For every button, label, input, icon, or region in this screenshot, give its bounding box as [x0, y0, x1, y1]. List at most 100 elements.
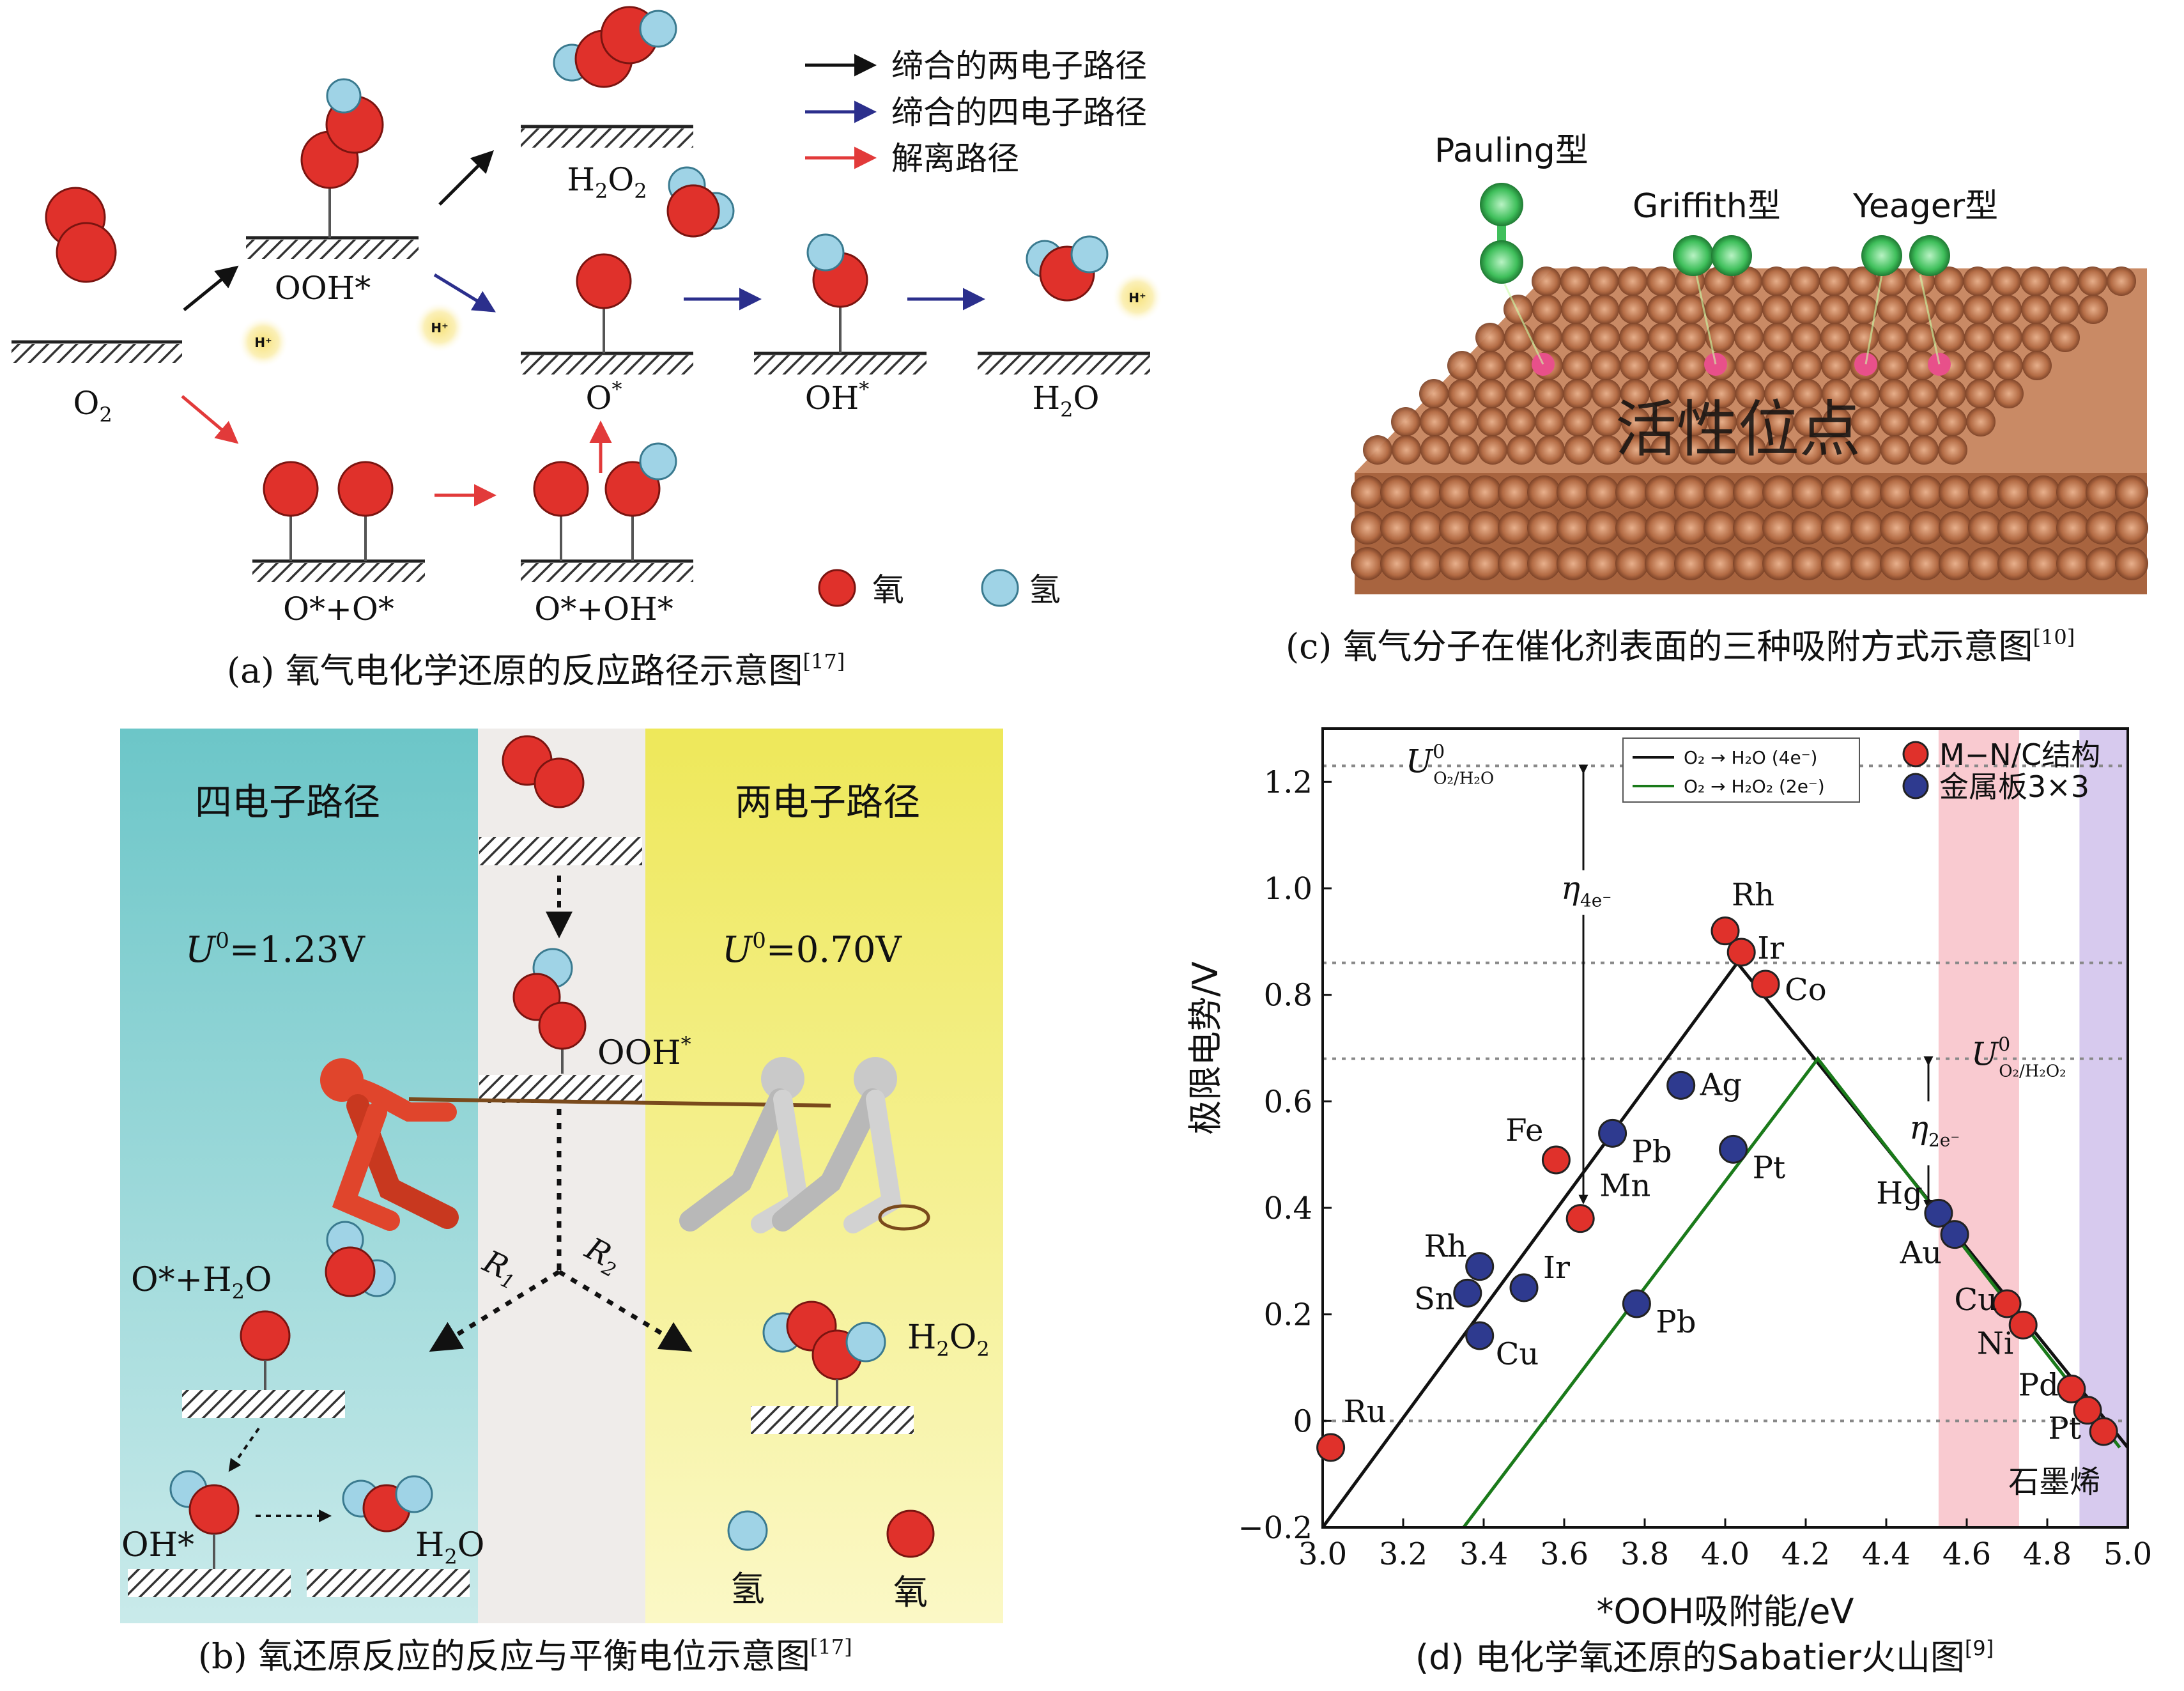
- center-surface-2: [479, 1075, 642, 1103]
- catalyst-bead-front: [1586, 547, 1619, 580]
- catalyst-bead-top: [1392, 435, 1421, 465]
- legend-b-oxygen: 氧: [893, 1572, 928, 1612]
- surface-o-oh: [521, 559, 693, 582]
- catalyst-bead-front: [2086, 547, 2119, 580]
- label-o-star: O*: [586, 377, 622, 417]
- catalyst-bead-top: [1993, 323, 2022, 352]
- catalyst-bead-front: [1557, 547, 1590, 580]
- data-label: 石墨烯: [2008, 1464, 2100, 1500]
- data-point: [1316, 1433, 1346, 1462]
- data-point: [1509, 1273, 1539, 1302]
- data-label: Mn: [1599, 1168, 1650, 1204]
- catalyst-bead-top: [1964, 295, 1993, 324]
- catalyst-bead-top: [1790, 266, 1820, 296]
- title-two-electron: 两电子路径: [735, 780, 920, 824]
- catalyst-bead-top: [1819, 266, 1849, 296]
- catalyst-bead-top: [1851, 407, 1880, 436]
- catalyst-bead-top: [1647, 295, 1677, 324]
- potential-four-electron: U0=1.23V: [185, 928, 365, 971]
- catalyst-bead-top: [2020, 266, 2050, 296]
- legend-marker-label: M−N/C结构: [1939, 737, 2100, 772]
- legend-marker: [1902, 773, 1929, 799]
- title-four-electron: 四电子路径: [195, 780, 380, 824]
- catalyst-bead-top: [1735, 351, 1764, 380]
- arrow-dissociation-1: [181, 395, 239, 444]
- catalyst-bead-top: [1532, 266, 1561, 296]
- catalyst-bead-front: [1586, 511, 1619, 544]
- data-point: [1751, 969, 1780, 999]
- legend-b-hydrogen-icon: [727, 1510, 768, 1551]
- catalyst-bead-front: [1468, 511, 1502, 544]
- catalyst-bead-front: [1380, 547, 1413, 580]
- catalyst-bead-front: [1645, 475, 1678, 509]
- tug-of-war-grey-figures: [679, 1057, 930, 1233]
- data-label: Pb: [1656, 1304, 1696, 1340]
- catalyst-bead-top: [1503, 295, 1533, 324]
- panel-a: H⁺ H⁺ H⁺ O2 OOH* H2O2 O* OH* H2O O*+O* O…: [12, 6, 1163, 691]
- catalyst-bead-top: [2079, 295, 2108, 324]
- catalyst-bead-front: [2115, 547, 2148, 580]
- catalyst-bead-top: [1794, 435, 1824, 465]
- catalyst-bead-top: [1849, 323, 1879, 352]
- data-label: Pt: [1753, 1150, 1786, 1185]
- catalyst-bead-front: [1792, 475, 1825, 509]
- catalyst-bead-top: [1736, 407, 1765, 436]
- catalyst-bead-front: [1762, 547, 1796, 580]
- center-o2: [502, 735, 585, 808]
- data-point: [2057, 1374, 2086, 1403]
- catalyst-bead-top: [1992, 295, 2022, 324]
- catalyst-bead-front: [1968, 475, 2001, 509]
- catalyst-bead-front: [1762, 475, 1796, 509]
- panel-d-volcano-chart: 极限电势/V *OOH吸附能/eV (d) 电化学氧还原的Sabatier火山图…: [1185, 727, 2152, 1678]
- label-oh: OH*: [121, 1526, 194, 1564]
- y-tick-label: 0.6: [1264, 1084, 1312, 1120]
- catalyst-bead-top: [2078, 266, 2107, 296]
- surface-ooh: [246, 236, 419, 259]
- catalyst-bead-top: [1679, 407, 1708, 436]
- catalyst-bead-front: [1939, 547, 1972, 580]
- catalyst-bead-top: [1705, 295, 1734, 324]
- catalyst-bead-front: [1380, 475, 1413, 509]
- legend-a: 缔合的两电子路径 缔合的四电子路径 解离路径 氧 氢: [805, 47, 1147, 608]
- catalyst-bead-top: [1965, 351, 1994, 380]
- catalyst-bead-front: [1703, 511, 1737, 544]
- catalyst-bead-top: [1618, 266, 1647, 296]
- catalyst-bead-top: [1820, 323, 1850, 352]
- catalyst-bead-top: [1823, 435, 1852, 465]
- catalyst-bead-front: [1615, 547, 1649, 580]
- catalyst-bead-front: [1527, 547, 1560, 580]
- left-arrow-down: [228, 1427, 260, 1472]
- h-plus-glow: H⁺ H⁺ H⁺: [238, 272, 1163, 367]
- catalyst-bead-top: [1791, 295, 1820, 324]
- catalyst-bead-front: [1968, 547, 2001, 580]
- catalyst-bead-top: [1765, 407, 1794, 436]
- catalyst-bead-top: [1764, 379, 1794, 408]
- arrow-two-electron-1: [183, 265, 239, 311]
- label-eta-2e: η2e⁻: [1909, 1109, 1960, 1151]
- catalyst-bead-top: [1707, 407, 1737, 436]
- catalyst-bead-top: [1822, 407, 1852, 436]
- catalyst-bead-top: [1420, 435, 1450, 465]
- catalyst-bead-top: [1935, 295, 1964, 324]
- legend-hydrogen-icon: [981, 569, 1019, 607]
- catalyst-bead-front: [2056, 475, 2089, 509]
- y-tick-label: −0.2: [1238, 1510, 1312, 1546]
- catalyst-bead-front: [1703, 475, 1737, 509]
- catalyst-bead-top: [1852, 435, 1881, 465]
- surface-o2: [12, 340, 182, 363]
- catalyst-bead-top: [1734, 295, 1763, 324]
- catalyst-bead-top: [1363, 435, 1392, 465]
- catalyst-bead-top: [2107, 266, 2136, 296]
- data-point: [1465, 1252, 1495, 1281]
- catalyst-bead-front: [2056, 547, 2089, 580]
- catalyst-bead-top: [1648, 323, 1677, 352]
- catalyst-bead-front: [1792, 511, 1825, 544]
- volcano-line-2e: [1462, 1056, 2121, 1527]
- catalyst-bead-top: [1937, 407, 1967, 436]
- catalyst-bead-front: [2115, 511, 2148, 544]
- catalyst-bead-top: [1419, 379, 1449, 408]
- catalyst-bead-top: [1589, 266, 1619, 296]
- catalyst-bead-top: [1908, 379, 1937, 408]
- x-tick-label: 4.4: [1862, 1536, 1911, 1572]
